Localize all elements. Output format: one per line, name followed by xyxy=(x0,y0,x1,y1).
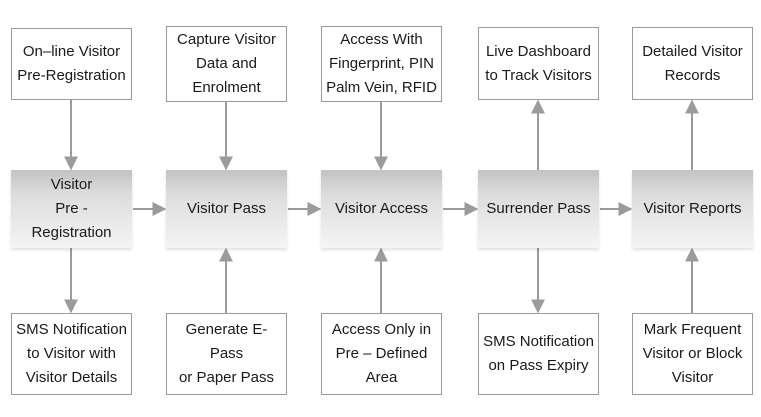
box-online-pre-registration: On–line Visitor Pre-Registration xyxy=(11,28,132,100)
box-predefined-area: Access Only in Pre – Defined Area xyxy=(321,313,442,395)
box-access-biometric: Access With Fingerprint, PIN Palm Vein, … xyxy=(321,26,442,102)
main-step-visitor-pass: Visitor Pass xyxy=(166,170,287,248)
box-generate-pass: Generate E- Pass or Paper Pass xyxy=(166,313,287,395)
main-step-visitor-access: Visitor Access xyxy=(321,170,442,248)
box-live-dashboard: Live Dashboard to Track Visitors xyxy=(478,27,599,100)
main-step-visitor-pre-registration: Visitor Pre - Registration xyxy=(11,170,132,248)
box-sms-visitor-details: SMS Notification to Visitor with Visitor… xyxy=(11,313,132,395)
box-sms-pass-expiry: SMS Notification on Pass Expiry xyxy=(478,313,599,395)
main-step-surrender-pass: Surrender Pass xyxy=(478,170,599,248)
box-detailed-records: Detailed Visitor Records xyxy=(632,27,753,100)
box-capture-visitor-data: Capture Visitor Data and Enrolment xyxy=(166,26,287,102)
box-mark-frequent-visitor: Mark Frequent Visitor or Block Visitor xyxy=(632,313,753,395)
main-step-visitor-reports: Visitor Reports xyxy=(632,170,753,248)
